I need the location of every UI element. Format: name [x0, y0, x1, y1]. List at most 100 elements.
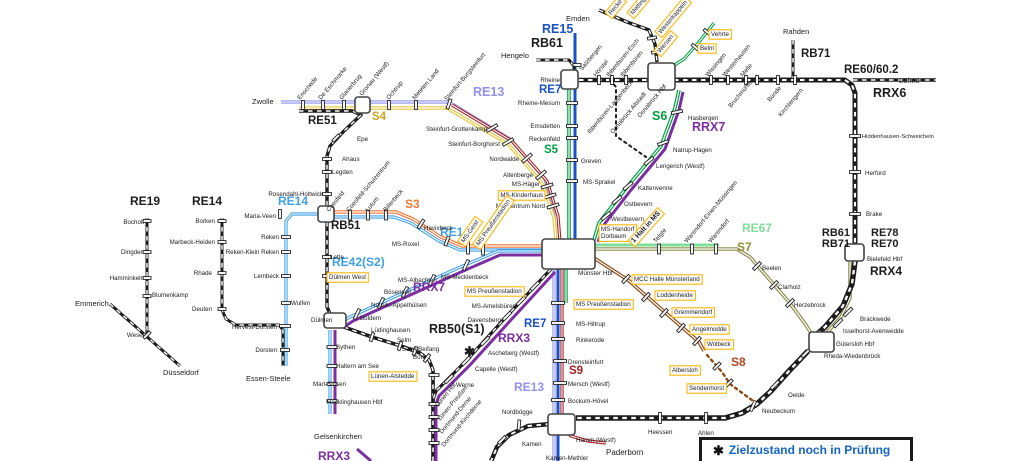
line-badge: S5 [544, 144, 559, 156]
svg-text:Bösensell: Bösensell [384, 289, 411, 296]
new-station-label: Mettingen [626, 0, 656, 20]
station-marker [769, 379, 781, 391]
city-label: Rahden [783, 27, 809, 36]
interchange-rheine [560, 69, 579, 90]
station-label: Bünde [766, 85, 783, 104]
station-marker [712, 361, 722, 371]
station-label: Rheine [540, 77, 560, 84]
svg-text:RE14: RE14 [278, 194, 308, 208]
svg-text:Blumenkamp: Blumenkamp [152, 292, 189, 299]
station-marker [396, 340, 404, 352]
station-label: Kattenvenne [638, 185, 673, 192]
station-label: Bielefeld Hbf [867, 256, 902, 263]
line-badge: RRX6 [873, 86, 906, 100]
line-badge: RE78 [871, 227, 899, 239]
station-marker [460, 355, 472, 367]
svg-text:Dülmen: Dülmen [311, 317, 333, 324]
station-label: Marl-Sinsen [313, 381, 347, 388]
station-label: MS-Hiltrup [576, 321, 606, 328]
station-marker [142, 219, 152, 223]
station-marker [485, 123, 499, 133]
station-marker [326, 345, 338, 349]
station-label: Bork [413, 354, 427, 361]
station-marker [600, 210, 612, 222]
line-badge: RRX3 [498, 331, 530, 345]
svg-text:MS-Roxel: MS-Roxel [392, 241, 419, 248]
svg-text:MS-Hiltrup: MS-Hiltrup [576, 321, 606, 328]
svg-text:Emmerich: Emmerich [75, 299, 109, 308]
station-marker [326, 399, 338, 403]
station-marker [414, 100, 418, 110]
station-marker [751, 260, 763, 272]
line-re42-s2 [339, 249, 543, 325]
station-label: Haltern am See [336, 363, 380, 370]
svg-text:Lembeck: Lembeck [254, 273, 280, 280]
svg-text:RB61: RB61 [531, 36, 563, 50]
line-re14-blau [284, 212, 326, 366]
station-label: Sythen [336, 344, 356, 351]
new-station-label: Sendenhorst [686, 383, 727, 394]
station-label: Selm [397, 337, 411, 344]
station-label: Brake [866, 211, 883, 218]
svg-text:Reken: Reken [261, 234, 279, 241]
station-marker [784, 297, 796, 309]
svg-text:RE67: RE67 [742, 221, 772, 235]
svg-text:Epe: Epe [357, 136, 369, 143]
svg-text:MS-Sprakel: MS-Sprakel [583, 179, 615, 186]
station-marker [657, 243, 661, 255]
station-marker [142, 294, 152, 298]
station-marker [428, 373, 440, 377]
svg-text:Bielefeld Hbf: Bielefeld Hbf [867, 256, 902, 263]
svg-text:Rheda-Wiedenbrück: Rheda-Wiedenbrück [824, 353, 881, 360]
station-label: Heessen [648, 429, 673, 436]
new-station-label: MS Preußenstadion [464, 286, 525, 297]
station-marker [553, 381, 567, 385]
station-label: Blumenkamp [152, 292, 189, 299]
new-station-label: Angelmodde [689, 324, 730, 335]
station-label: Rosendahl-Holtwick [268, 191, 324, 198]
line-s8-pruefung [705, 353, 762, 408]
svg-text:Selm: Selm [397, 337, 411, 344]
station-label: Gütersloh Hbf [836, 341, 874, 348]
svg-text:Hamminkeln: Hamminkeln [110, 275, 145, 282]
svg-text:Paderborn: Paderborn [606, 448, 643, 457]
station-marker [624, 75, 628, 85]
station-label: Lembeck [254, 273, 280, 280]
svg-text:Sendenhorst: Sendenhorst [689, 385, 724, 392]
station-label: Hervest-Dorsten [232, 324, 278, 331]
station-label: MS-Amelsbüren [472, 303, 517, 310]
svg-text:Kattenvenne: Kattenvenne [638, 185, 673, 192]
svg-text:Metelen Land: Metelen Land [411, 68, 441, 102]
svg-text:RB51: RB51 [331, 220, 361, 232]
station-label: Brackwede [860, 316, 891, 323]
svg-text:Isselhorst-Avenwedde: Isselhorst-Avenwedde [843, 328, 904, 335]
station-label: Metelen Land [411, 68, 441, 102]
city-label: Hengelo [501, 51, 529, 60]
station-marker [553, 359, 567, 363]
line-badge: RE14 [278, 194, 308, 208]
station-label: Natrup-Hagen [673, 147, 712, 154]
station-marker [416, 218, 426, 230]
station-marker [326, 364, 338, 368]
station-marker [566, 124, 578, 128]
svg-text:Zwolle: Zwolle [252, 97, 274, 106]
new-station-label: MCC Halle Münsterland [631, 274, 703, 285]
line-osnabrueck-ost [674, 77, 858, 245]
station-marker [281, 301, 291, 305]
line-badge: S8 [731, 355, 746, 369]
new-station-label: Lünen-Alstedde [368, 371, 418, 382]
svg-text:Marl-Sinsen: Marl-Sinsen [313, 381, 347, 388]
station-label: Dülmen [311, 317, 333, 324]
svg-text:Steinfurt-Borghorst: Steinfurt-Borghorst [448, 141, 500, 148]
svg-text:Kamen: Kamen [522, 441, 542, 448]
station-marker [670, 108, 684, 116]
station-label: Werne [456, 382, 475, 389]
station-label: Ascheberg (Westf) [488, 350, 539, 357]
station-label: Warendorf [707, 218, 731, 245]
station-label: Deuten [192, 306, 213, 313]
svg-text:Gremmendorf: Gremmendorf [674, 309, 712, 316]
station-marker [516, 419, 522, 431]
station-label: MS-Mecklenbeck [441, 274, 489, 281]
station-label: Dingden [121, 249, 145, 256]
svg-text:Ochtrup: Ochtrup [385, 79, 405, 101]
